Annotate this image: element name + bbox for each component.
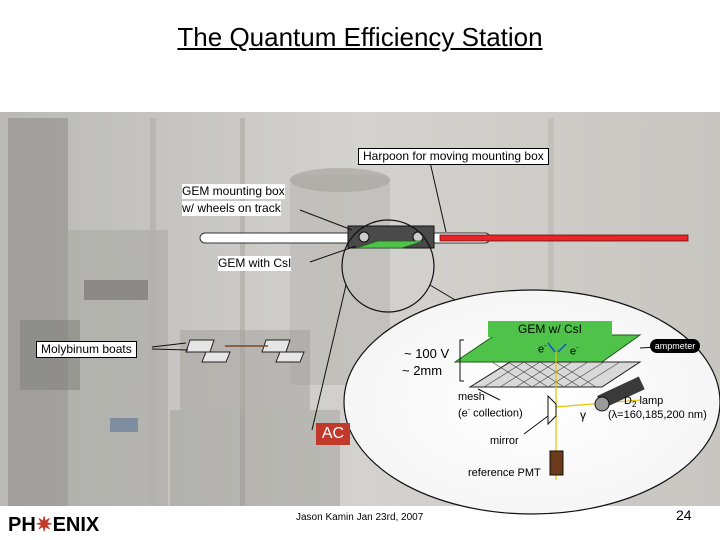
phenix-logo: PH✷ENIX [8,514,100,536]
gem-csi-label: GEM w/ CsI [488,321,612,337]
ac-label: AC [316,423,350,445]
gamma-label: γ [580,408,586,422]
mesh-label: mesh [458,391,485,403]
gem-box-label-line1: GEM mounting box [182,184,285,199]
d2-lamp [597,376,645,409]
mirror-shape [547,394,557,426]
gem-with-csi-label: GEM with CsI [218,256,292,271]
electron-label-1: e- [538,343,547,356]
gem-box-label-line2: w/ wheels on track [182,201,281,216]
reference-pmt-label: reference PMT [468,467,541,479]
mesh-collection-label: (e- collection) [458,407,523,420]
mirror-label: mirror [490,435,519,447]
gap-label: ~ 2mm [402,363,443,378]
voltage-label: ~ 100 V [404,346,450,361]
d2-lamp-label: D2 lamp [624,395,664,410]
footer-author: Jason Kamin Jan 23rd, 2007 [296,512,424,523]
reference-pmt-tube [549,450,564,476]
gem-foil [355,240,425,249]
slide-title: The Quantum Efficiency Station [177,22,543,52]
mesh [468,361,642,388]
ampmeter-label: ampmeter [650,339,700,353]
magnifier-small [341,219,435,313]
harpoon-rod [439,234,689,242]
wavelength-label: (λ=160,185,200 nm) [608,409,707,421]
page-number: 24 [676,507,692,523]
zoom-detail [343,289,720,515]
molybdenum-boats-label: Molybinum boats [36,341,137,358]
harpoon-label: Harpoon for moving mounting box [358,148,549,165]
electron-label-2: e- [570,345,579,358]
